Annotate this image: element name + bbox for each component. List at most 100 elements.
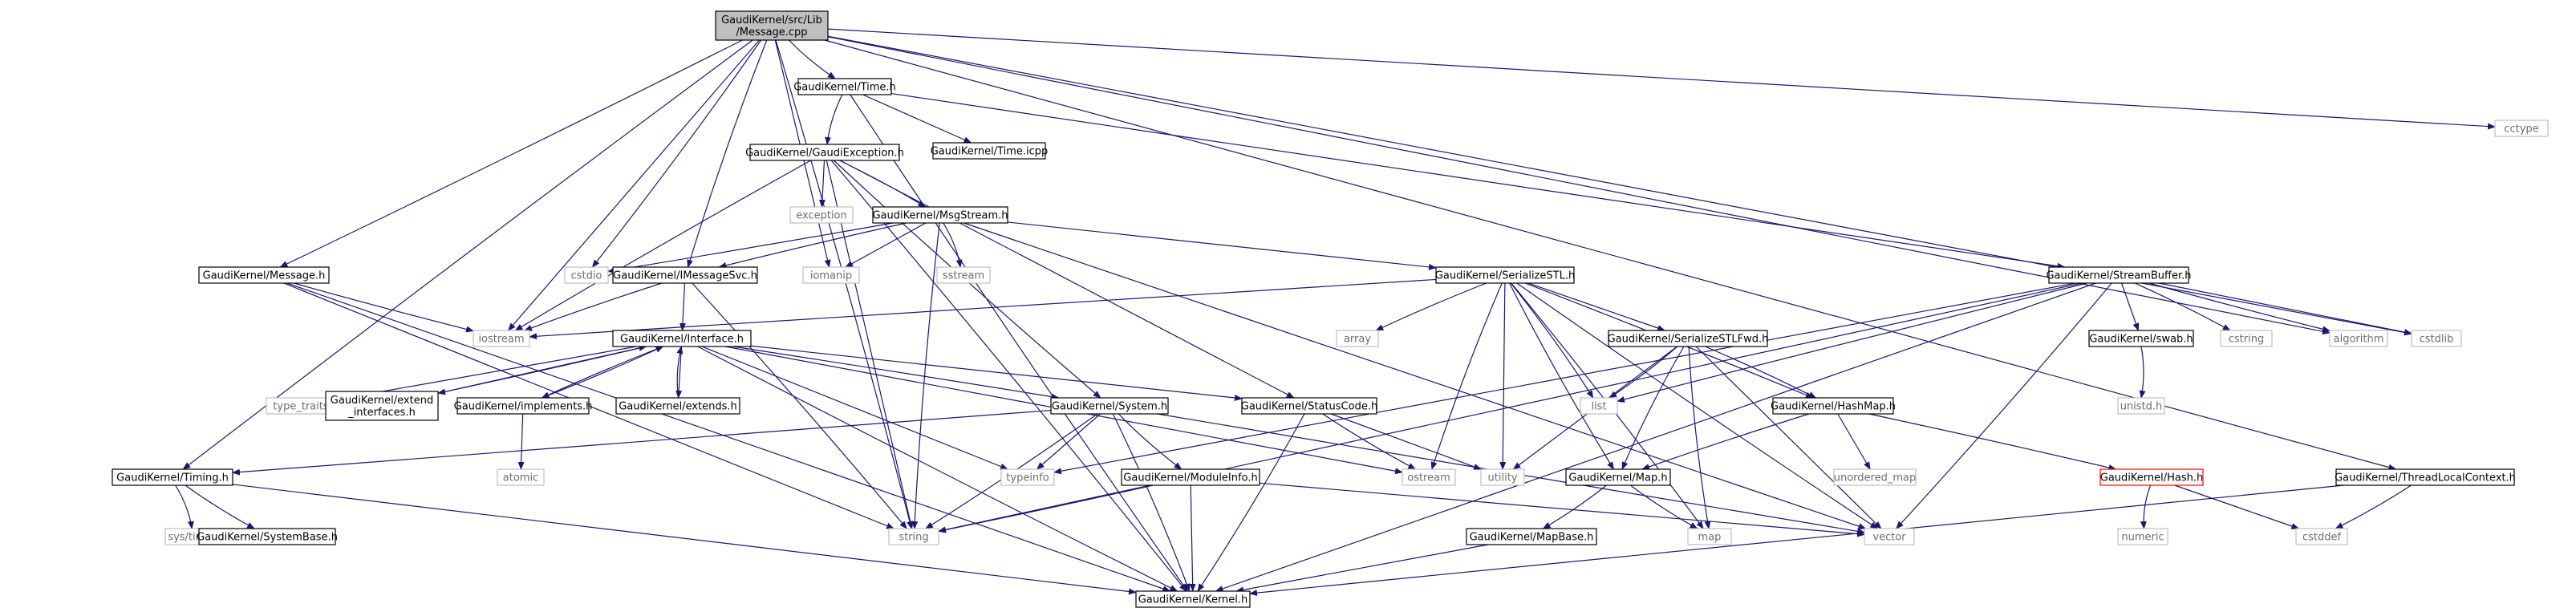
edge-msgstream-to-cstdio: [607, 222, 894, 274]
edge-map_h-to-mapbase: [1542, 484, 1607, 529]
node-label: unistd.h: [2120, 401, 2163, 413]
node-sysbase[interactable]: GaudiKernel/SystemBase.h: [197, 528, 338, 545]
edge-statuscode-to-ostream: [1322, 413, 1417, 470]
node-imsgsvc[interactable]: GaudiKernel/IMessageSvc.h: [612, 266, 758, 284]
node-hash_h[interactable]: GaudiKernel/Hash.h: [2099, 468, 2204, 486]
edge-hashmap-to-unordered_map: [1837, 413, 1871, 470]
node-label: GaudiKernel/extend: [331, 395, 433, 407]
node-box: [2295, 528, 2348, 545]
node-ostream: ostream: [1402, 468, 1456, 486]
node-message_h[interactable]: GaudiKernel/Message.h: [198, 266, 330, 284]
edge-layer: [175, 28, 2496, 597]
node-statuscode[interactable]: GaudiKernel/StatusCode.h: [1241, 397, 1377, 415]
node-time_icpp[interactable]: GaudiKernel/Time.icpp: [931, 142, 1049, 160]
node-swab[interactable]: GaudiKernel/swab.h: [2088, 330, 2194, 347]
edge-root-to-algorithm: [827, 36, 2331, 335]
edge-time_h-to-time_icpp: [862, 94, 972, 144]
node-vector: vector: [1864, 528, 1915, 545]
node-box: [2335, 468, 2515, 486]
node-box: [473, 330, 530, 347]
node-ext_iface[interactable]: GaudiKernel/extend_interfaces.h: [325, 391, 439, 421]
node-label: GaudiKernel/System.h: [1052, 401, 1167, 413]
node-label: cstdlib: [2420, 334, 2454, 346]
edge-time_h-to-kernel: [850, 94, 1188, 592]
node-moduleinfo[interactable]: GaudiKernel/ModuleInfo.h: [1121, 468, 1260, 486]
edge-root-to-cstdlib: [827, 35, 2412, 336]
node-label: GaudiKernel/Interface.h: [620, 334, 744, 346]
node-label: GaudiKernel/GaudiException.h: [745, 148, 904, 160]
node-unistd: unistd.h: [2117, 397, 2165, 415]
edge-serstlfwd-to-map_h: [1621, 346, 1685, 470]
node-box: [715, 10, 829, 41]
node-serstlfwd[interactable]: GaudiKernel/SerializeSTLFwd.h: [1608, 330, 1769, 347]
edge-gexc-to-iostream: [514, 160, 811, 331]
node-streambuf[interactable]: GaudiKernel/StreamBuffer.h: [2046, 266, 2192, 284]
edge-streambuf-to-cstdlib: [2159, 282, 2412, 335]
node-box: [936, 266, 991, 284]
node-map_h[interactable]: GaudiKernel/Map.h: [1565, 468, 1671, 486]
node-system_h[interactable]: GaudiKernel/System.h: [1050, 397, 1169, 415]
edge-root-to-cctype: [827, 28, 2496, 130]
node-extends[interactable]: GaudiKernel/extends.h: [615, 397, 740, 415]
node-gexc[interactable]: GaudiKernel/GaudiException.h: [745, 144, 904, 161]
edge-root-to-string: [775, 39, 913, 529]
edge-serstlfwd-to-hashmap: [1705, 346, 1817, 399]
edge-root-to-imsgsvc: [687, 39, 768, 268]
node-mapbase[interactable]: GaudiKernel/MapBase.h: [1466, 528, 1597, 545]
node-implements[interactable]: GaudiKernel/implements.h: [454, 397, 593, 415]
node-root[interactable]: GaudiKernel/src/Lib/Message.cpp: [715, 10, 829, 41]
node-box: [789, 206, 854, 224]
edge-map_h-to-map: [1630, 484, 1698, 529]
node-box: [1000, 468, 1055, 486]
node-time_h[interactable]: GaudiKernel/Time.h: [793, 78, 896, 95]
node-box: [1135, 590, 1251, 608]
edge-streambuf-to-algorithm: [2148, 282, 2331, 333]
node-kernel[interactable]: GaudiKernel/Kernel.h: [1135, 590, 1251, 608]
node-label: array: [1344, 334, 1371, 346]
edge-serstl-to-ostream: [1430, 282, 1503, 470]
node-box: [1772, 397, 1894, 415]
edge-moduleinfo-to-kernel: [1189, 484, 1196, 592]
node-tlc[interactable]: GaudiKernel/ThreadLocalContext.h: [2335, 468, 2516, 486]
node-serstl[interactable]: GaudiKernel/SerializeSTL.h: [1435, 266, 1575, 284]
edge-hashmap-to-map_h: [1641, 413, 1810, 470]
edge-streambuf-to-vector: [1896, 282, 2112, 529]
node-box: [198, 528, 336, 545]
node-label: GaudiKernel/SystemBase.h: [197, 532, 338, 544]
node-label: GaudiKernel/IMessageSvc.h: [613, 270, 757, 282]
node-box: [2117, 528, 2168, 545]
node-timing[interactable]: GaudiKernel/Timing.h: [112, 468, 233, 486]
node-box: [797, 78, 892, 95]
node-cstdlib: cstdlib: [2411, 330, 2462, 347]
node-box: [2494, 120, 2549, 137]
node-label: map: [1698, 532, 1722, 544]
node-type_traits: type_traits: [266, 397, 336, 415]
edge-serstlfwd-to-list: [1608, 346, 1678, 399]
node-layer: GaudiKernel/src/Lib/Message.cppGaudiKern…: [112, 10, 2549, 608]
node-box: [1687, 528, 1732, 545]
node-label: GaudiKernel/implements.h: [454, 401, 593, 413]
node-box: [888, 528, 939, 545]
node-label: unordered_map: [1834, 472, 1917, 484]
edge-root-to-message_h: [279, 39, 743, 268]
edge-swab-to-unistd: [2139, 346, 2146, 399]
node-msgstream[interactable]: GaudiKernel/MsgStream.h: [872, 206, 1008, 224]
node-hashmap[interactable]: GaudiKernel/HashMap.h: [1771, 397, 1896, 415]
node-box: [1336, 330, 1379, 347]
node-label: GaudiKernel/extends.h: [619, 401, 737, 413]
node-label: GaudiKernel/MapBase.h: [1470, 532, 1594, 544]
edge-streambuf-to-typeinfo: [1053, 282, 2076, 475]
edge-root-to-iostream: [507, 39, 760, 331]
node-unordered_map: unordered_map: [1833, 468, 1917, 486]
edge-system_h-to-typeinfo: [1036, 413, 1101, 470]
node-box: [1050, 397, 1169, 415]
node-label: GaudiKernel/src/Lib: [721, 14, 822, 26]
node-box: [198, 266, 330, 284]
node-label: iomanip: [810, 270, 852, 282]
node-utility: utility: [1480, 468, 1525, 486]
node-label: GaudiKernel/ModuleInfo.h: [1123, 472, 1257, 484]
node-box: [497, 468, 545, 486]
node-array: array: [1336, 330, 1379, 347]
node-interface[interactable]: GaudiKernel/Interface.h: [612, 330, 752, 347]
node-label: GaudiKernel/Time.h: [793, 82, 896, 94]
